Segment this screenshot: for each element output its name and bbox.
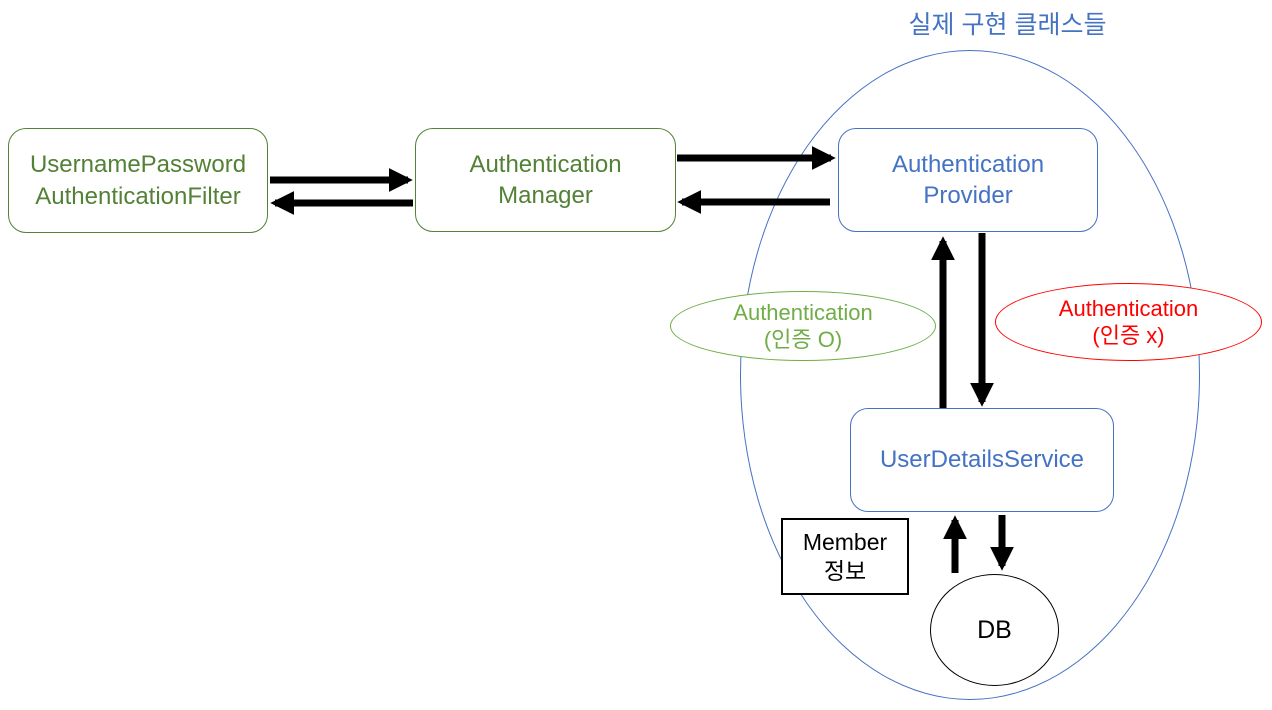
- node-uds-label: UserDetailsService: [879, 446, 1085, 474]
- node-manager-line1: Authentication: [469, 150, 622, 178]
- node-filter-line2: AuthenticationFilter: [35, 182, 241, 210]
- node-member-info: Member 정보: [781, 518, 909, 595]
- node-provider-line1: Authentication: [891, 150, 1045, 178]
- node-username-password-authentication-filter: UsernamePassword AuthenticationFilter: [8, 128, 268, 233]
- node-member-line1: Member: [802, 528, 888, 555]
- diagram-title: 실제 구현 클래스들: [908, 11, 1107, 39]
- label-auth-success-line2: (인증 O): [763, 327, 843, 352]
- label-auth-fail-line2: (인증 x): [1092, 323, 1165, 348]
- node-authentication-provider: Authentication Provider: [838, 128, 1098, 232]
- label-authentication-fail: Authentication (인증 x): [995, 283, 1262, 361]
- label-auth-fail-line1: Authentication: [1058, 295, 1199, 321]
- node-provider-line2: Provider: [923, 182, 1013, 209]
- node-db: DB: [930, 574, 1059, 686]
- node-user-details-service: UserDetailsService: [850, 408, 1114, 512]
- node-member-line2: 정보: [823, 557, 867, 584]
- node-authentication-manager: Authentication Manager: [415, 128, 676, 232]
- label-auth-success-line1: Authentication: [733, 299, 873, 325]
- implementation-classes-ellipse: [740, 50, 1200, 700]
- label-authentication-success: Authentication (인증 O): [670, 291, 936, 361]
- node-manager-line2: Manager: [498, 182, 593, 209]
- node-filter-line1: UsernamePassword: [29, 151, 247, 179]
- node-db-label: DB: [977, 615, 1012, 644]
